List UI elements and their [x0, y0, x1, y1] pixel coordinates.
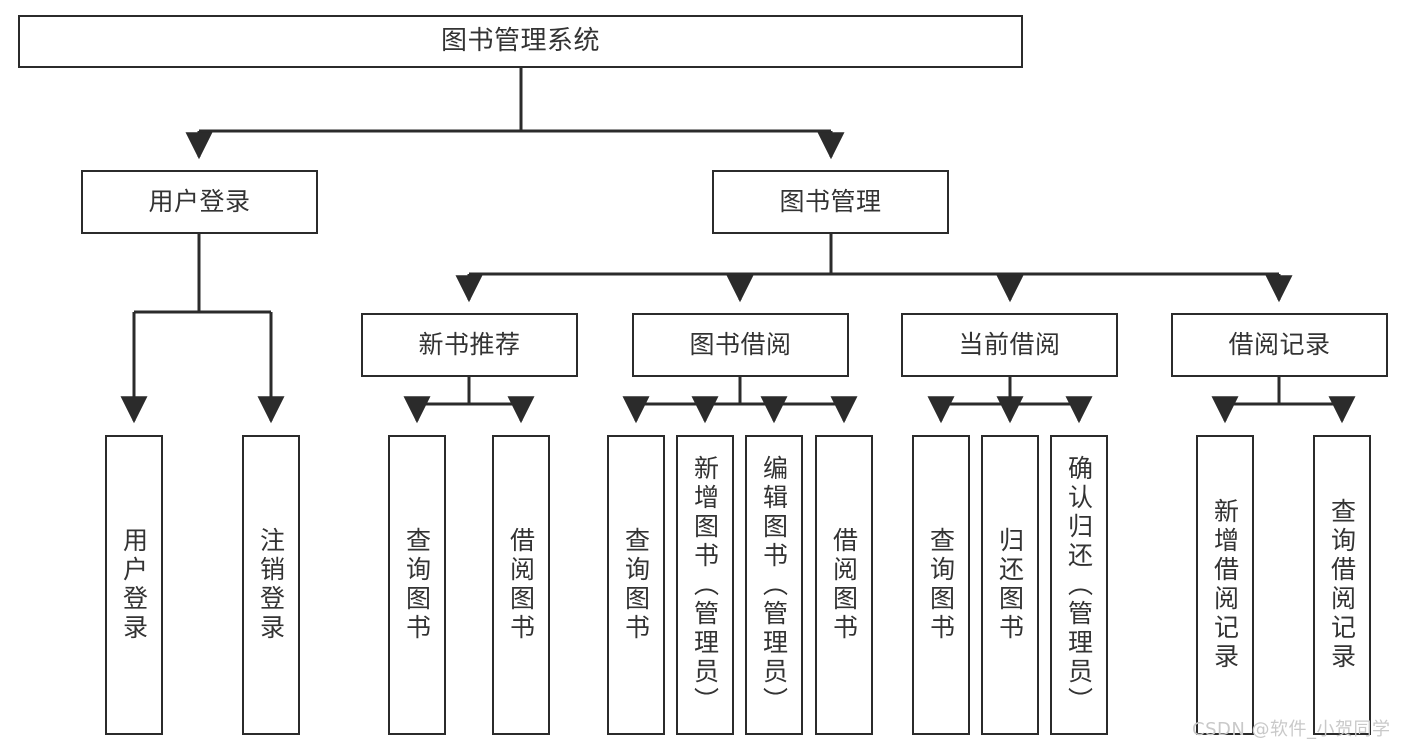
- node-leaf-query-book-1[interactable]: 查询图书: [388, 435, 446, 735]
- node-leaf-user-login[interactable]: 用户登录: [105, 435, 163, 735]
- node-leaf-return-book[interactable]: 归还图书: [981, 435, 1039, 735]
- node-leaf-borrow-book-1-label: 借阅图书: [506, 527, 536, 643]
- node-leaf-query-book-2[interactable]: 查询图书: [607, 435, 665, 735]
- node-leaf-edit-book-label: 编辑图书（管理员）: [759, 454, 789, 716]
- node-leaf-add-record-label: 新增借阅记录: [1210, 498, 1240, 672]
- node-leaf-borrow-book-1[interactable]: 借阅图书: [492, 435, 550, 735]
- node-leaf-logout-login-label: 注销登录: [256, 527, 286, 643]
- node-leaf-add-record[interactable]: 新增借阅记录: [1196, 435, 1254, 735]
- node-current-borrow[interactable]: 当前借阅: [901, 313, 1118, 377]
- csdn-watermark: CSDN @软件_小贺同学: [1192, 719, 1391, 740]
- node-root[interactable]: 图书管理系统: [18, 15, 1023, 68]
- node-leaf-edit-book[interactable]: 编辑图书（管理员）: [745, 435, 803, 735]
- node-leaf-add-book-label: 新增图书（管理员）: [690, 454, 720, 716]
- node-leaf-query-book-3-label: 查询图书: [926, 527, 956, 643]
- node-leaf-query-book-2-label: 查询图书: [621, 527, 651, 643]
- node-root-label: 图书管理系统: [440, 25, 600, 56]
- node-current-borrow-label: 当前借阅: [958, 329, 1061, 359]
- node-borrow-record[interactable]: 借阅记录: [1171, 313, 1388, 377]
- node-leaf-user-login-label: 用户登录: [119, 527, 149, 643]
- node-leaf-return-book-label: 归还图书: [995, 527, 1025, 643]
- node-book-borrow[interactable]: 图书借阅: [632, 313, 849, 377]
- node-book-borrow-label: 图书借阅: [689, 329, 792, 359]
- node-leaf-query-book-3[interactable]: 查询图书: [912, 435, 970, 735]
- node-leaf-query-book-1-label: 查询图书: [402, 527, 432, 643]
- node-leaf-query-record-label: 查询借阅记录: [1327, 498, 1357, 672]
- node-book-manage[interactable]: 图书管理: [712, 170, 949, 234]
- node-leaf-confirm-return[interactable]: 确认归还（管理员）: [1050, 435, 1108, 735]
- node-leaf-add-book[interactable]: 新增图书（管理员）: [676, 435, 734, 735]
- node-leaf-borrow-book-2-label: 借阅图书: [829, 527, 859, 643]
- node-book-manage-label: 图书管理: [779, 186, 882, 216]
- node-leaf-logout-login[interactable]: 注销登录: [242, 435, 300, 735]
- node-borrow-record-label: 借阅记录: [1228, 329, 1331, 359]
- node-leaf-borrow-book-2[interactable]: 借阅图书: [815, 435, 873, 735]
- node-user-login[interactable]: 用户登录: [81, 170, 318, 234]
- node-leaf-confirm-return-label: 确认归还（管理员）: [1064, 454, 1094, 716]
- node-new-book-rec[interactable]: 新书推荐: [361, 313, 578, 377]
- node-user-login-label: 用户登录: [148, 186, 251, 216]
- node-new-book-rec-label: 新书推荐: [418, 329, 521, 359]
- node-leaf-query-record[interactable]: 查询借阅记录: [1313, 435, 1371, 735]
